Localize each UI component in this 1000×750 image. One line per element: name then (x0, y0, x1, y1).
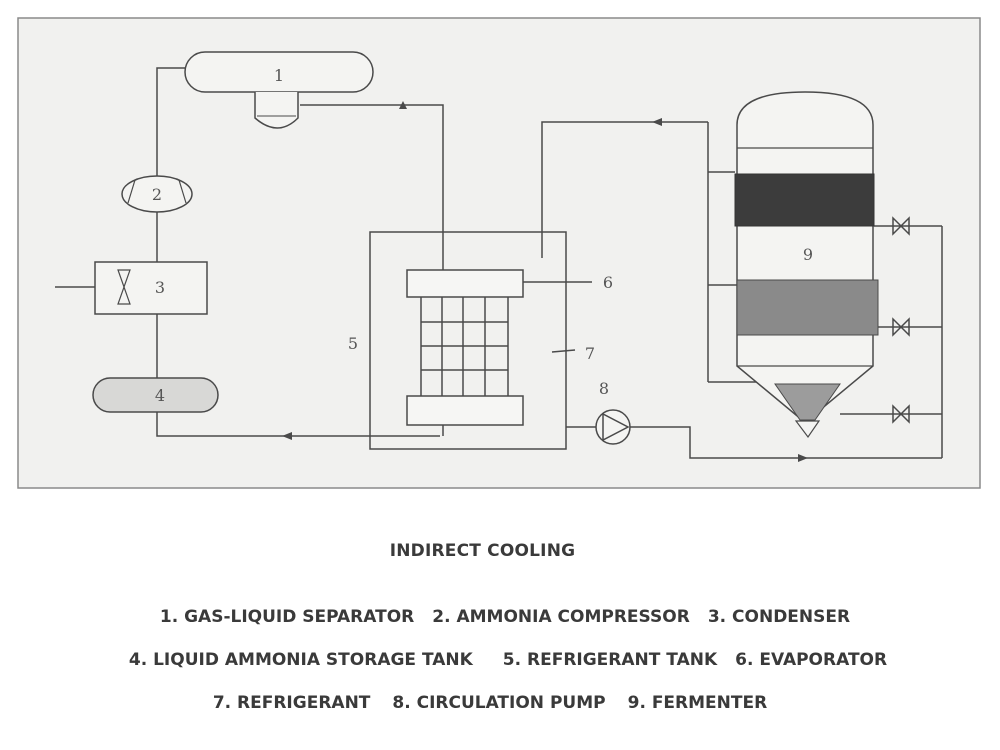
evaporator-coil-grid (420, 297, 509, 396)
legend-item-refrigerant-tank: 5. REFRIGERANT TANK (502, 650, 718, 670)
arrow-up-icon (399, 101, 407, 109)
legend-line: 7. REFRIGERANT 8. CIRCULATION PUMP 9. FERM… (0, 693, 990, 713)
label-7: 7 (585, 344, 595, 363)
valve-icon (892, 404, 910, 424)
pump-icon (602, 412, 630, 442)
legend-item-fermenter: 9. FERMENTER (627, 693, 768, 713)
liquid-ammonia-storage-tank (92, 377, 219, 413)
legend-item-liquid-ammonia-storage-tank: 4. LIQUID AMMONIA STORAGE TANK (128, 650, 473, 670)
diagram-panel: 1 2 3 4 5 6 7 8 9 (17, 17, 981, 489)
valve-icon (117, 269, 131, 289)
evaporator (406, 269, 524, 426)
label-8: 8 (599, 379, 609, 398)
valve-icon (892, 216, 910, 236)
legend-item-evaporator: 6. EVAPORATOR (735, 650, 888, 670)
cooling-jacket-cone (774, 383, 841, 421)
supply-valves (892, 216, 910, 424)
piping (55, 67, 943, 459)
fermenter-outlet (794, 420, 821, 439)
legend-item-circulation-pump: 8. CIRCULATION PUMP (392, 693, 606, 713)
gas-liquid-separator (184, 51, 374, 129)
valve-icon (892, 317, 910, 337)
arrow-left-icon (282, 432, 292, 440)
condenser (94, 261, 208, 315)
pipe-pump-to-fermenter (630, 426, 942, 459)
legend-line: 4. LIQUID AMMONIA STORAGE TANK 5. REFRIGE… (8, 650, 1000, 670)
label-2: 2 (152, 185, 162, 204)
ammonia-compressor (121, 175, 193, 213)
leader-7 (551, 349, 576, 353)
label-4: 4 (155, 386, 165, 405)
figure-title: INDIRECT COOLING (389, 541, 576, 561)
pipe-storage-to-evaporator (156, 412, 440, 437)
pipe-separator-to-compressor (156, 67, 185, 176)
cooling-jacket-middle (736, 279, 879, 336)
legend-item-condenser: 3. CONDENSER (707, 607, 851, 627)
label-5: 5 (348, 334, 358, 353)
legend-item-gas-liquid-separator: 1. GAS-LIQUID SEPARATOR (159, 607, 415, 627)
arrow-right-icon (798, 454, 808, 462)
label-6: 6 (603, 273, 613, 292)
label-3: 3 (155, 278, 165, 297)
legend-item-ammonia-compressor: 2. AMMONIA COMPRESSOR (432, 607, 690, 627)
legend-item-refrigerant: 7. REFRIGERANT (212, 693, 371, 713)
arrow-left-icon (652, 118, 662, 126)
cooling-jacket-upper (734, 173, 875, 227)
component-labels: 1 2 3 4 5 6 7 8 9 (152, 66, 813, 405)
label-1: 1 (274, 66, 284, 85)
circulation-pump (595, 409, 631, 445)
refrigerant-tank (369, 231, 567, 450)
fermenter (734, 91, 879, 439)
legend-line: 1. GAS-LIQUID SEPARATOR 2. AMMONIA COMPRE… (5, 607, 1000, 627)
label-9: 9 (803, 245, 813, 264)
flow-arrows (282, 101, 808, 462)
cooling-system-diagram: 1 2 3 4 5 6 7 8 9 (17, 17, 981, 489)
pipe-separator-to-evaporator (300, 104, 444, 270)
